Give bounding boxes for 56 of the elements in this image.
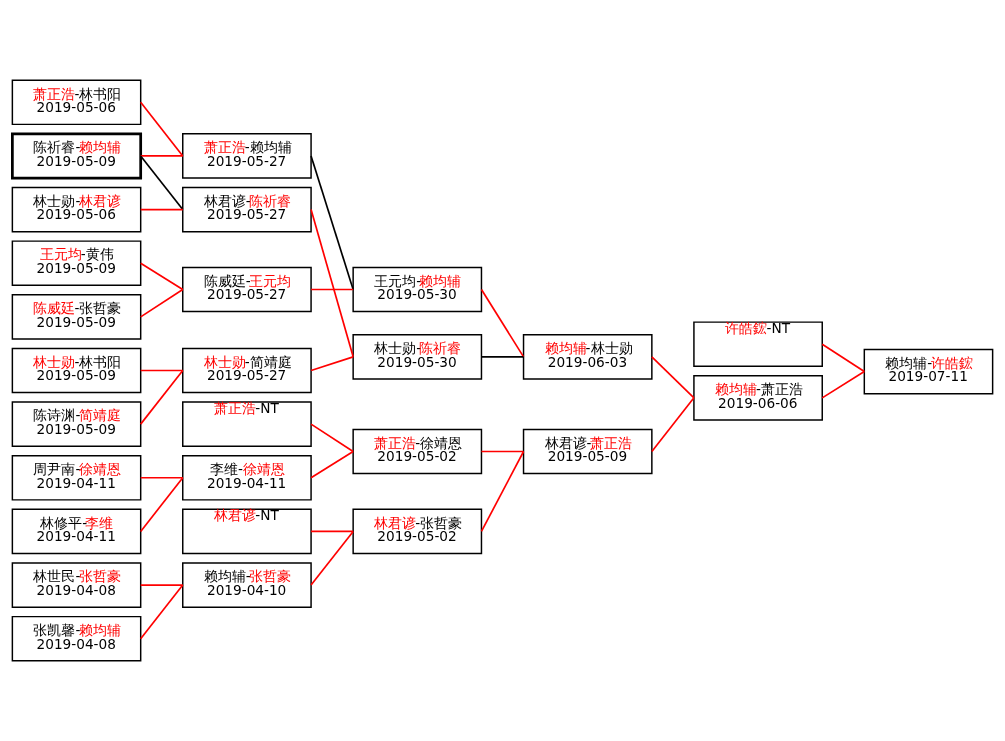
connector [139,369,184,425]
node-box: 林士勋-林君谚 2019-05-06 [11,186,142,233]
node-box: 林君谚-张哲豪 2019-05-02 [352,508,483,555]
connector [310,423,354,453]
node-box: 赖均辅-张哲豪 2019-04-10 [182,562,312,608]
connector [139,369,184,372]
node-box: 王元均-赖均辅 2019-05-30 [352,266,483,313]
connector [480,450,525,533]
node-box: 陈祈睿-赖均辅 2019-05-09 [11,132,143,180]
node-box: 林世民-张哲豪 2019-04-08 [11,562,142,608]
node-box: 林士勋-简靖庭 2019-05-27 [182,347,312,394]
connector [310,208,354,358]
node-box: 林君谚-NT [182,508,312,555]
connector [139,288,184,318]
node-box: 林修平-李维 2019-04-11 [11,508,142,555]
connector [821,370,866,399]
connector [139,584,184,640]
node-box: 李维-徐靖恩 2019-04-11 [182,454,312,501]
connector [310,155,354,291]
node-box: 林士勋-林书阳 2019-05-09 [11,347,142,394]
node-box: 萧正浩-林书阳 2019-05-06 [11,79,142,126]
connector [310,530,354,533]
connector [310,288,354,291]
node-box: 林君谚-萧正浩 2019-05-09 [522,428,653,475]
node-box: 林士勋-陈祈睿 2019-05-30 [352,334,483,380]
node-box: 萧正浩-赖均辅 2019-05-27 [182,133,312,179]
node-box: 许皓鋐-NT [693,321,823,368]
node-box: 赖均辅-林士勋 2019-06-03 [522,334,653,380]
node-box: 赖均辅-萧正浩 2019-06-06 [693,375,823,421]
connector [139,101,184,157]
connector [139,476,184,479]
connector [480,450,525,453]
connector [139,476,184,533]
connector [139,155,184,211]
node-box: 陈威廷-王元均 2019-05-27 [182,266,312,313]
node-box: 王元均-黄伟 2019-05-09 [11,240,142,287]
connector [139,584,184,586]
connector [310,356,354,372]
node-box: 萧正浩-徐靖恩 2019-05-02 [352,428,483,475]
node-box: 张凯馨-赖均辅 2019-04-08 [11,615,142,662]
node-box: 周尹南-徐靖恩 2019-04-11 [11,454,142,501]
node-box: 林君谚-陈祈睿 2019-05-27 [182,186,312,233]
connector [139,262,184,291]
connector [310,450,354,479]
node-box: 陈诗渊-简靖庭 2019-05-09 [11,401,142,447]
connector [139,155,184,157]
connector [139,208,184,211]
connector [480,356,525,358]
node-box: 陈威廷-张哲豪 2019-05-09 [11,294,142,340]
connector [651,397,695,453]
connector [480,288,525,358]
connector [310,530,354,586]
connector [651,356,695,399]
node-box: 赖均辅-许皓鋐 2019-07-11 [863,348,994,395]
connector [821,343,866,373]
node-box: 萧正浩-NT [182,401,312,447]
